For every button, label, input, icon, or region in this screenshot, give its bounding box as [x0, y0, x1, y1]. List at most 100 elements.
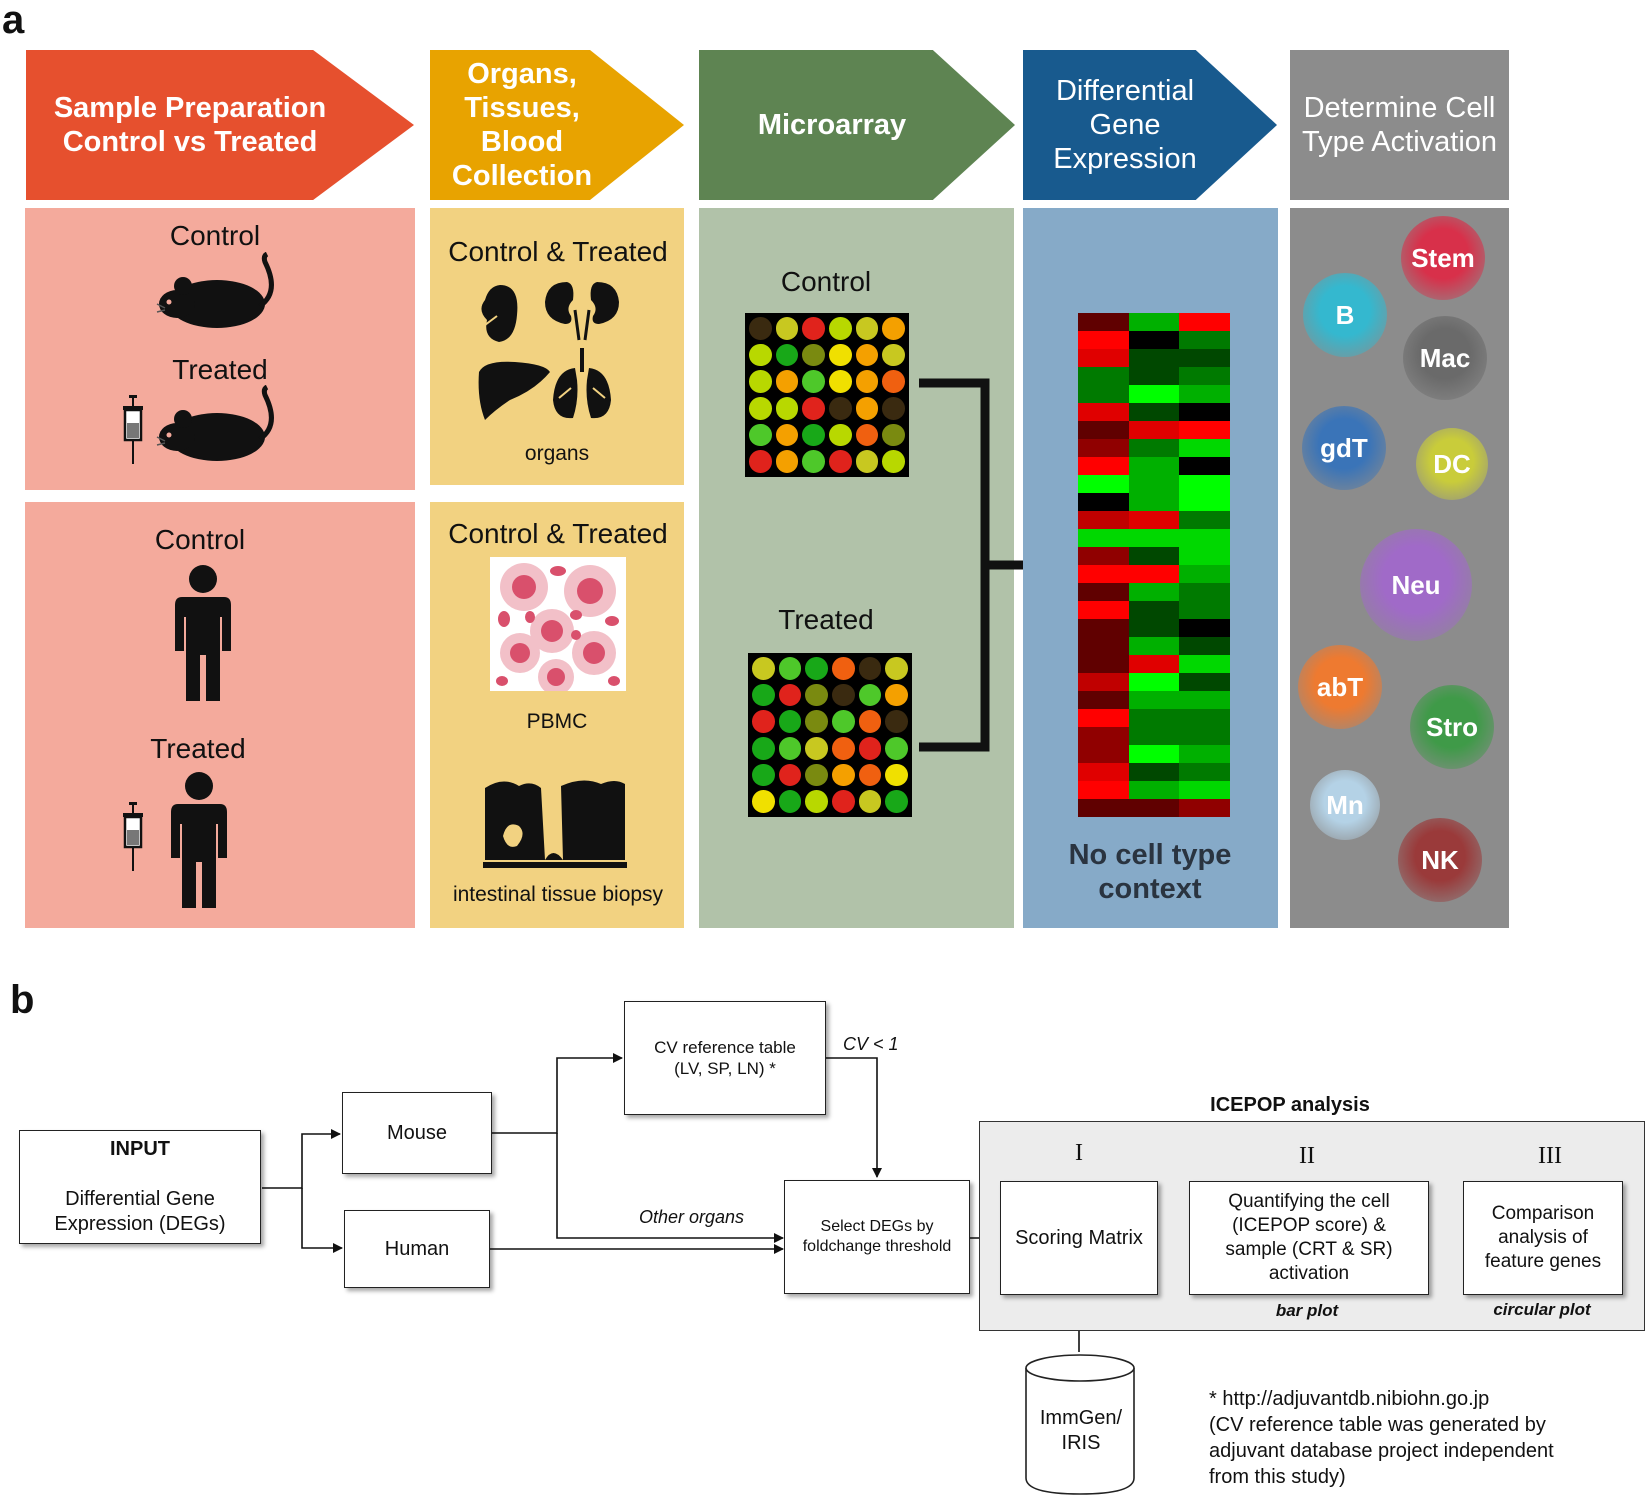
heatmap-cell — [1179, 313, 1230, 331]
heatmap-cell — [1179, 727, 1230, 745]
heatmap-cell — [1179, 601, 1230, 619]
heatmap-cell — [1078, 529, 1129, 547]
panel-a-label: a — [2, 0, 25, 42]
microarray-spot — [855, 396, 879, 420]
mouse-box: Mouse — [342, 1092, 492, 1174]
heatmap-cell — [1128, 565, 1180, 583]
footnote: * http://adjuvantdb.nibiohn.go.jp (CV re… — [1209, 1388, 1554, 1488]
biopsy-caption: intestinal tissue biopsy — [452, 883, 664, 906]
heatmap-cell — [1078, 619, 1129, 637]
microarray-spot — [749, 450, 772, 473]
microarray-spot — [805, 736, 828, 760]
microarray-spot — [858, 736, 882, 760]
pbmc-cells-image — [490, 557, 626, 691]
cell-type-mn: Mn — [1310, 770, 1380, 840]
microarray-spot — [802, 423, 825, 447]
pbmc-caption: PBMC — [526, 710, 588, 733]
stage-header-cell-type: Determine Cell Type Activation — [1290, 50, 1509, 200]
microarray-spot — [828, 317, 852, 340]
cell-type-dc: DC — [1416, 428, 1488, 500]
heatmap-cell — [1128, 709, 1180, 727]
microarray-spot — [828, 450, 852, 473]
microarray-spot — [855, 370, 879, 393]
heatmap-cell — [1128, 529, 1180, 547]
heatmap-cell — [1078, 781, 1129, 799]
microarray-spot — [802, 317, 825, 340]
heatmap-cell — [1128, 637, 1180, 655]
heatmap-cell — [1128, 583, 1180, 601]
microarray-spot — [828, 343, 852, 367]
human-treated-label: Treated — [150, 733, 246, 764]
heatmap-cell — [1179, 511, 1230, 529]
heatmap-cell — [1078, 439, 1129, 457]
heatmap-cell — [1128, 493, 1180, 511]
heatmap-cell — [1128, 313, 1180, 331]
heatmap-cell — [1179, 529, 1230, 547]
mouse-icon — [156, 385, 274, 461]
blood-header: Control & Treated — [448, 518, 668, 549]
microarray-spot — [858, 657, 882, 680]
microarray-spot — [882, 343, 905, 367]
heatmap-cell — [1078, 367, 1129, 385]
heatmap-cell — [1128, 673, 1180, 691]
heatmap-cell — [1128, 421, 1180, 439]
microarray-spot — [775, 370, 799, 393]
heatmap-cell — [1078, 745, 1129, 763]
cell-type-neu: Neu — [1360, 529, 1472, 641]
microarray-spot — [778, 790, 802, 813]
heatmap-cell — [1179, 691, 1230, 709]
microarray-spot — [775, 423, 799, 447]
microarray-spot — [831, 710, 855, 733]
stage-title: Microarray — [757, 109, 907, 141]
heatmap-cell — [1078, 403, 1129, 421]
microarray-spot — [802, 450, 825, 473]
microarray-spot — [778, 736, 802, 760]
heatmap-cell — [1179, 565, 1230, 583]
organs-box — [430, 208, 684, 485]
microarray-spot — [831, 683, 855, 707]
bar-plot-caption: bar plot — [1275, 1301, 1339, 1320]
microarray-spot — [775, 396, 799, 420]
microarray-spot — [749, 343, 772, 367]
heatmap-cell — [1179, 403, 1230, 421]
panel-b-label: b — [10, 978, 35, 1022]
heatmap-cell — [1078, 583, 1129, 601]
heatmap-cell — [1179, 781, 1230, 799]
cell-type-nk: NK — [1398, 818, 1482, 902]
microarray-spot — [775, 343, 799, 367]
stage-header-deg: Differential Gene Expression — [1023, 50, 1277, 200]
microarray-spot — [831, 736, 855, 760]
microarray-spot — [855, 450, 879, 473]
human-control-label: Control — [154, 524, 246, 555]
microarray-spot — [805, 657, 828, 680]
microarray-spot — [749, 317, 772, 340]
microarray-spot — [752, 736, 775, 760]
microarray-spot — [802, 396, 825, 420]
microarray-spot — [778, 657, 802, 680]
quantifying-box: Quantifying the cell (ICEPOP score) & sa… — [1189, 1181, 1429, 1295]
microarray-spot — [885, 790, 908, 813]
heatmap-cell — [1078, 691, 1129, 709]
heatmap-cell — [1179, 745, 1230, 763]
heatmap-cell — [1179, 763, 1230, 781]
heatmap-cell — [1179, 439, 1230, 457]
microarray-spot — [752, 790, 775, 813]
tissue-biopsy-icon — [483, 780, 627, 868]
microarray-spot — [749, 423, 772, 447]
input-body: Differential Gene Expression (DEGs) — [54, 1188, 226, 1235]
microarray-treated-label: Treated — [778, 604, 874, 635]
heatmap-cell — [1179, 799, 1230, 817]
microarray-spot — [831, 763, 855, 787]
organs-icon — [478, 282, 619, 420]
microarray-spot — [775, 317, 799, 340]
microarray-spot — [858, 683, 882, 707]
heatmap-cell — [1179, 637, 1230, 655]
heatmap-cell — [1128, 403, 1180, 421]
microarray-spot — [752, 657, 775, 680]
microarray-treated-chip — [748, 653, 912, 817]
heatmap-cell — [1128, 655, 1180, 673]
cell-type-stro: Stro — [1410, 685, 1494, 769]
microarray-spot — [805, 683, 828, 707]
microarray-spot — [828, 396, 852, 420]
database-label: ImmGen/ IRIS — [1039, 1407, 1123, 1454]
